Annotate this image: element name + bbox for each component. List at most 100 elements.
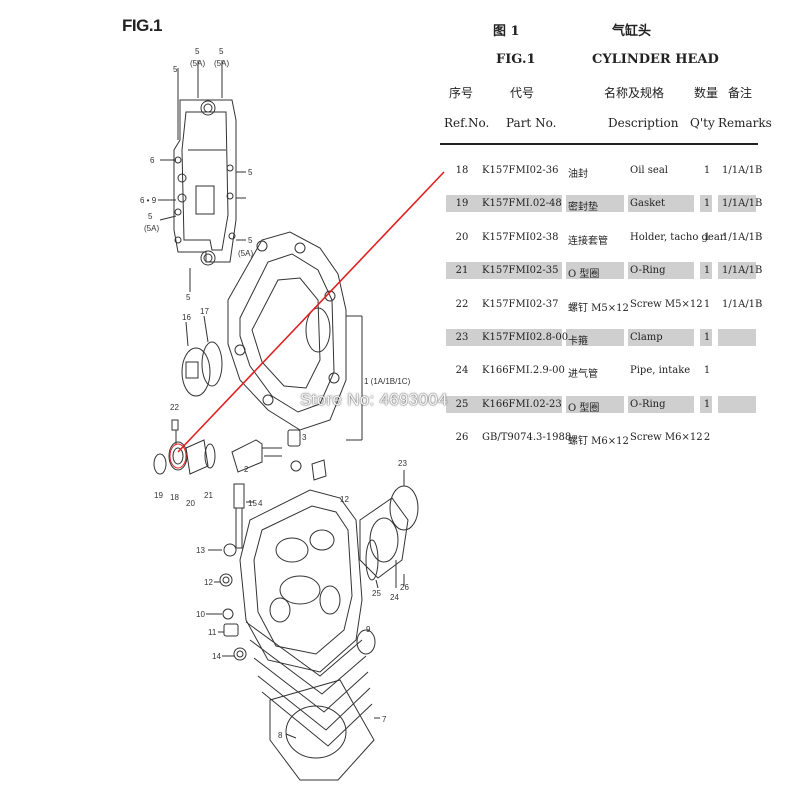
callout-3: 3 [302,433,307,442]
table-cell-name-en: Screw M6×12 [630,432,703,444]
table-cell-name-cn: 密封垫 [568,202,598,214]
table-cell-qty: 1 [703,398,711,410]
cylinder-head-body [239,489,363,673]
table-cell-qty: 1 [703,198,711,210]
table-cell-name-cn: 进气管 [568,369,598,381]
row-shade-gap [694,262,700,280]
table-cell-remarks: 1/1A/1B [722,298,763,310]
callout-9: 9 [366,625,371,634]
table-cell-part: GB/T9074.3-1988 [482,432,572,444]
table-cell-part: K157FMI.02-48 [482,198,562,210]
table-row: 18 K157FMI02-36 油封 Oil seal 1 1/1A/1B [444,162,763,180]
bolt-hole [200,100,216,116]
row-shade-gap [712,329,718,346]
table-cell-qty: 1 [703,165,711,176]
head-cover-gasket [173,99,237,263]
callout-5a: (5A) [144,224,159,233]
table-cell-part: K157FMI02-37 [482,298,559,310]
red-leader-line [177,171,445,453]
part-20-holder [185,439,209,475]
row-shade [446,262,756,280]
table-title-cn-name: 气缸头 [612,24,652,39]
part-24-intake-pipe [359,497,409,579]
header-cn-ref: 序号 [449,86,474,100]
cover-center-block [195,185,215,215]
callout-21: 21 [204,491,213,500]
callout-10: 10 [196,610,205,619]
callout-5: 5 [148,212,153,221]
callout-12: 12 [340,495,349,504]
table-cell-ref: 24 [455,365,469,377]
callout-5: 5 [195,47,200,56]
table-cell-name-cn: 卡箍 [568,336,588,347]
table-cell-name-cn: O 型圈 [568,269,600,281]
table-cell-qty: 2 [703,432,711,444]
table-cell-part: K157FMI02.8-00 [482,332,569,343]
part-19-gasket [153,453,167,475]
table-cell-qty: 1 [703,231,711,243]
callout-19: 19 [154,491,163,500]
table-cell-remarks: 1/1A/1B [722,198,763,210]
callout-8: 8 [278,731,283,740]
table-cell-name-en: O-Ring [630,265,666,277]
header-cn-qty: 数量 [694,86,719,100]
table-cell-ref: 23 [455,332,469,343]
callout-2: 2 [244,465,249,474]
figure-label: FIG.1 [122,16,163,35]
header-en-ref: Ref.No. [444,116,490,130]
row-shade-gap [694,195,700,213]
callout-16: 16 [182,313,191,322]
table-cell-part: K157FMI02-36 [482,165,559,176]
callout-20: 20 [186,499,195,508]
row-shade-gap [712,395,718,413]
callout-5a: (5A) [238,249,253,258]
table-cell-qty: 1 [703,332,711,343]
part-2-gear [231,439,263,473]
table-cell-name-cn: 连接套管 [568,235,608,247]
table-cell-part: K157FMI02-35 [482,265,559,277]
callout-15: 15 [248,499,257,508]
row-shade-gap [694,395,700,413]
row-shade-gap [694,329,700,346]
header-cn-part: 代号 [510,86,535,100]
table-title-en-fig: FIG.1 [496,52,536,67]
row-shade-gap [624,195,628,213]
table-cell-qty: 1 [703,265,711,277]
row-shade-gap [562,195,566,213]
store-watermark: Store No: 4693004 [300,390,448,409]
row-shade-gap [624,395,628,413]
table-cell-ref: 21 [455,265,469,277]
table-cell-name-en: Screw M5×12 [630,298,703,310]
part-23-clamp [389,485,419,531]
table-cell-name-en: Pipe, intake [630,365,691,377]
row-shade-gap [562,395,566,413]
table-title-en-name: CYLINDER HEAD [592,52,719,67]
table-cell-remarks: 1/1A/1B [722,165,763,176]
table-cell-remarks: 1/1A/1B [722,231,763,243]
callout-7: 7 [382,715,387,724]
callout-5: 5 [248,168,253,177]
table-cell-name-en: Oil seal [630,165,668,176]
callout-5a: (5A) [190,59,205,68]
table-cell-ref: 18 [455,165,469,176]
table-cell-name-cn: 油封 [568,169,588,180]
table-cell-name-en: Clamp [630,332,663,343]
callout-5: 5 [248,236,253,245]
part-25-o-ring [365,539,379,581]
callout-25: 25 [372,589,381,598]
part-17-ring [201,341,223,387]
table-cell-part: K166FMI.02-23 [482,398,562,410]
table-title-cn-fig: 图 1 [493,24,520,39]
callout-5: 5 [186,293,191,302]
callout-4: 4 [258,499,263,508]
table-cell-ref: 26 [455,432,469,444]
callout-22: 22 [170,403,179,412]
row-shade-gap [712,195,718,213]
header-en-remarks: Remarks [718,116,772,130]
